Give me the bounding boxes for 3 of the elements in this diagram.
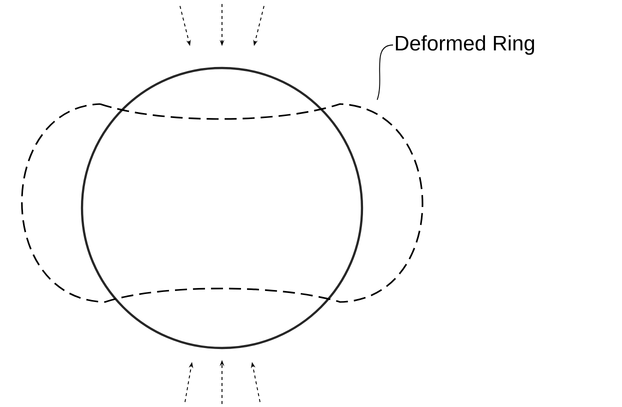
leader-line <box>376 44 394 100</box>
callout-label: Deformed Ring <box>396 35 534 55</box>
deformed-ring <box>21 103 424 303</box>
